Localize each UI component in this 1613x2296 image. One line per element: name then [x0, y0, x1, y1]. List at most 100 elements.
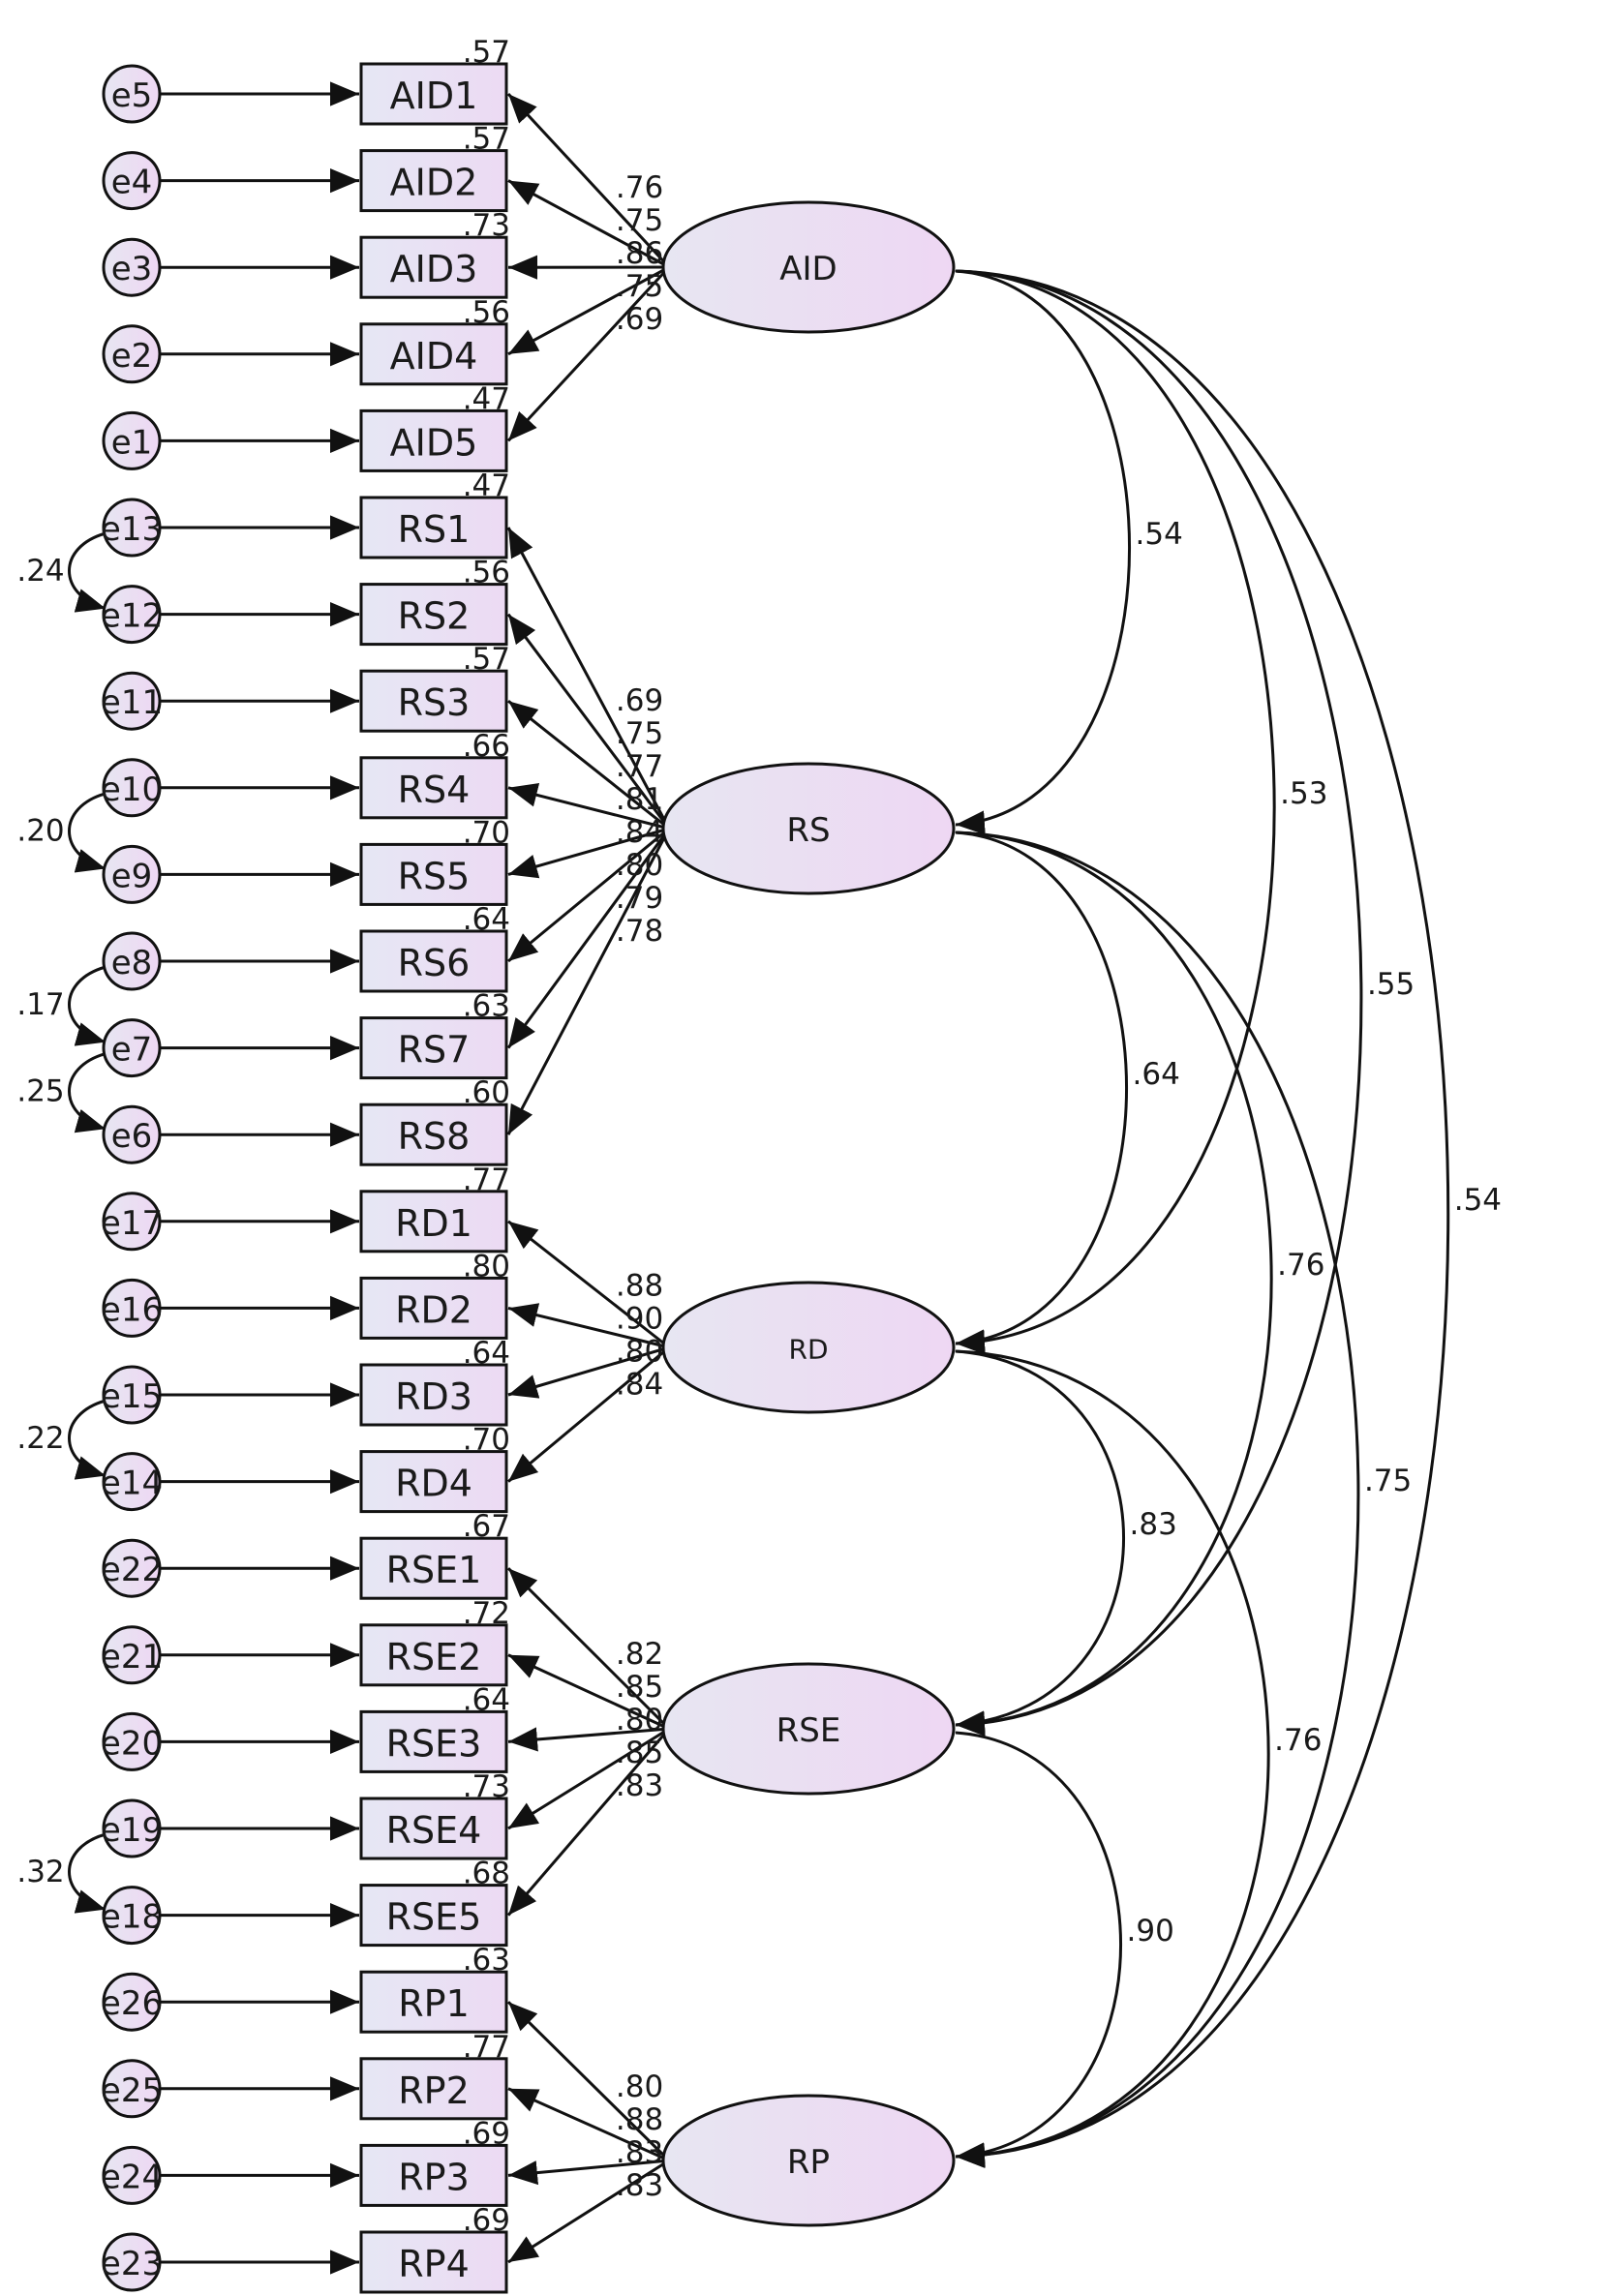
indicator-label: RD2: [395, 1288, 472, 1331]
error-label: e19: [101, 1811, 163, 1850]
loading-label: .69: [616, 302, 663, 337]
latent-label: RD: [788, 1334, 828, 1366]
latent-rp-node: [661, 2094, 956, 2227]
loading-path: [506, 527, 671, 830]
correlation-path: [926, 818, 1129, 1354]
indicator-box: [359, 235, 508, 299]
error-label: e22: [101, 1551, 163, 1589]
indicator-label: RS5: [398, 855, 471, 897]
loading-label: .82: [616, 1637, 663, 1672]
loading-label: .75: [616, 269, 663, 304]
error-node: [102, 1278, 162, 1338]
error-node: [102, 931, 162, 991]
indicator-box: [359, 1276, 508, 1340]
loading-path: [506, 828, 671, 1135]
error-covariance-path: [68, 1814, 137, 1914]
correlation-label: .54: [1136, 517, 1183, 552]
error-node: [102, 1886, 162, 1946]
loading-path: [507, 265, 670, 356]
loading-path: [507, 827, 670, 879]
r-squared-label: .64: [463, 1682, 510, 1717]
latent-label: AID: [779, 250, 837, 288]
error-label: e14: [101, 1465, 163, 1503]
error-covariance-label: .22: [16, 1421, 64, 1456]
loading-path: [506, 1728, 671, 1917]
r-squared-label: .47: [463, 381, 510, 416]
loading-label: .76: [616, 170, 663, 205]
loading-label: .86: [616, 236, 663, 271]
indicator-box: [359, 1536, 508, 1600]
indicator-box: [359, 1363, 508, 1427]
r-squared-label: .80: [463, 1249, 510, 1284]
indicator-box: [359, 756, 508, 820]
error-node: [102, 1711, 162, 1771]
error-label: e8: [111, 944, 153, 982]
correlation-path: [926, 1338, 1270, 2168]
loading-label: .69: [616, 683, 663, 718]
indicator-label: RD1: [395, 1202, 472, 1245]
indicator-label: RP1: [398, 1982, 470, 2025]
r-squared-label: .63: [463, 1943, 510, 1978]
error-node: [102, 2145, 162, 2205]
indicator-label: RS2: [398, 595, 471, 638]
error-label: e20: [101, 1724, 163, 1763]
error-node: [102, 237, 162, 297]
correlation-path: [926, 1337, 1125, 1736]
loading-label: .85: [616, 1670, 663, 1705]
r-squared-label: .72: [463, 1596, 510, 1631]
error-label: e21: [101, 1638, 163, 1677]
error-label: e13: [101, 510, 163, 549]
correlation-label: .75: [1364, 1464, 1412, 1498]
loading-path: [507, 2159, 670, 2186]
indicator-label: RSE3: [386, 1722, 482, 1765]
error-node: [102, 1625, 162, 1685]
r-squared-label: .57: [463, 642, 510, 677]
error-covariance-path: [68, 513, 137, 613]
indicator-box: [359, 1016, 508, 1080]
correlation-label: .64: [1133, 1057, 1180, 1092]
r-squared-label: .66: [463, 729, 510, 764]
indicator-label: RD4: [395, 1463, 472, 1505]
loading-path: [506, 2001, 671, 2162]
error-label: e25: [101, 2071, 163, 2110]
indicator-box: [359, 1709, 508, 1773]
loading-label: .80: [616, 1335, 663, 1370]
error-label: e24: [101, 2158, 163, 2196]
correlation-path: [926, 819, 1273, 1737]
loading-label: .88: [616, 2102, 663, 2137]
indicator-label: AID2: [390, 162, 478, 204]
indicator-box: [359, 1797, 508, 1860]
loading-path: [506, 265, 671, 442]
r-squared-label: .56: [463, 295, 510, 330]
indicator-box: [359, 2057, 508, 2121]
latent-rs-node: [661, 762, 956, 895]
loading-path: [507, 827, 670, 963]
r-squared-label: .70: [463, 815, 510, 850]
indicator-label: AID5: [390, 421, 478, 464]
error-node: [102, 324, 162, 384]
r-squared-label: .57: [463, 122, 510, 157]
loading-path: [507, 1345, 670, 1483]
indicator-label: RD3: [395, 1375, 472, 1418]
error-label: e23: [101, 2245, 163, 2283]
error-node: [102, 671, 162, 731]
indicator-label: RS4: [398, 769, 471, 811]
indicator-box: [359, 2230, 508, 2294]
latent-label: RS: [786, 811, 830, 850]
r-squared-label: .67: [463, 1509, 510, 1544]
loading-label: .83: [616, 2135, 663, 2170]
correlation-label: .53: [1280, 776, 1327, 811]
indicator-box: [359, 1623, 508, 1687]
r-squared-label: .64: [463, 1336, 510, 1371]
error-label: e1: [111, 423, 153, 462]
loading-path: [507, 1345, 670, 1399]
error-label: e11: [101, 683, 163, 722]
error-node: [102, 1798, 162, 1858]
loading-label: .79: [616, 881, 663, 916]
r-squared-label: .73: [463, 1769, 510, 1804]
indicator-box: [359, 496, 508, 559]
indicator-label: RP3: [398, 2156, 470, 2198]
loading-path: [507, 1220, 670, 1349]
loading-path: [507, 700, 670, 831]
error-node: [102, 498, 162, 558]
